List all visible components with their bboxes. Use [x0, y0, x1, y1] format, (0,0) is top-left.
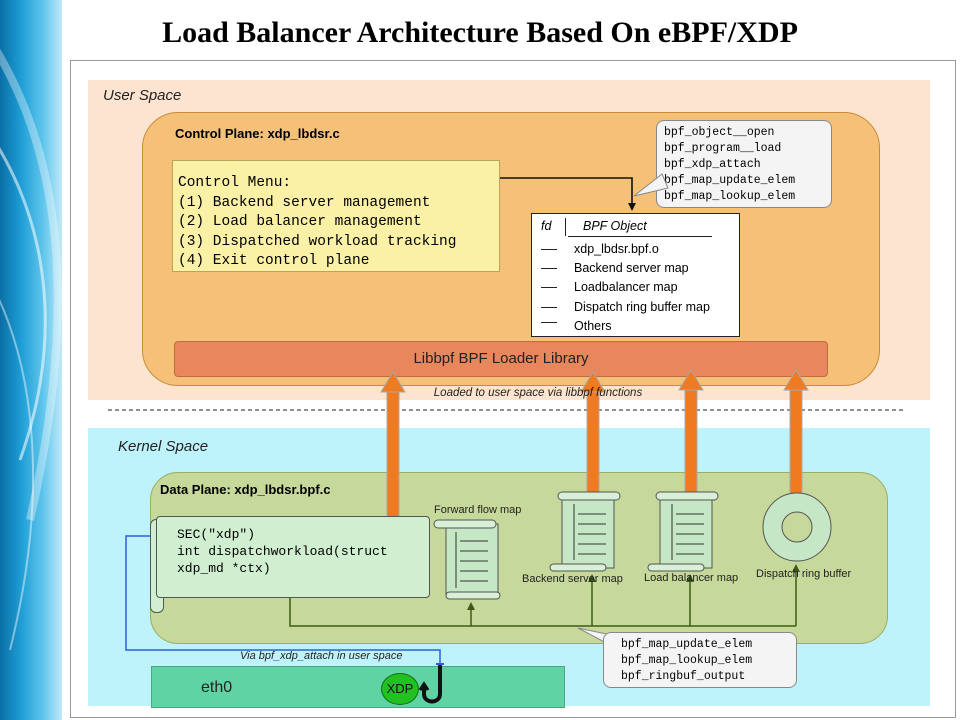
backend-server-map-icon — [549, 491, 621, 572]
kernel-api-function: bpf_map_update_elem — [621, 638, 753, 651]
fd-dash — [541, 307, 557, 308]
code-line: int dispatchworkload(struct — [177, 544, 388, 559]
forward-flow-map-label: Forward flow map — [434, 504, 522, 516]
data-plane-title: Data Plane: xdp_lbdsr.bpf.c — [160, 482, 331, 497]
fd-column-header: fd — [541, 219, 552, 233]
code-line: SEC("xdp") — [177, 527, 256, 542]
kernel-api-function: bpf_map_lookup_elem — [621, 654, 753, 667]
control-menu-line: Control Menu: — [178, 175, 292, 191]
control-menu-box: Control Menu: (1) Backend server manageme… — [172, 160, 500, 272]
kernel-api-callout: bpf_map_update_elem bpf_map_lookup_elem … — [603, 632, 797, 688]
decorative-side-band — [0, 0, 62, 720]
data-plane-bus-line — [289, 598, 796, 627]
fd-object-table: fd BPF Object xdp_lbdsr.bpf.o Backend se… — [531, 213, 740, 337]
xdp-attach-label: Via bpf_xdp_attach in user space — [240, 650, 403, 662]
side-band-swirl-graphic — [0, 48, 62, 651]
fd-dash — [541, 268, 557, 269]
eth0-interface-box — [151, 666, 565, 708]
kernel-space-label: Kernel Space — [118, 438, 209, 455]
orange-load-arrow — [678, 369, 704, 495]
bpf-object-column-header: BPF Object — [583, 219, 647, 233]
table-header-rule — [568, 236, 712, 237]
fd-table-row: xdp_lbdsr.bpf.o — [574, 242, 659, 256]
forward-flow-map-icon — [433, 519, 501, 600]
fd-table-row: Dispatch ring buffer map — [574, 300, 710, 314]
load-balancer-map-label: Load balancer map — [644, 572, 739, 584]
hook-icon — [418, 663, 444, 704]
fd-table-row: Backend server map — [574, 261, 689, 275]
loaded-via-libbpf-label: Loaded to user space via libbpf function… — [433, 387, 643, 399]
fd-dash — [541, 249, 557, 250]
load-balancer-map-icon — [647, 491, 719, 572]
diagram-frame — [70, 60, 956, 718]
control-plane-title: Control Plane: xdp_lbdsr.c — [175, 126, 340, 141]
user-space-label: User Space — [103, 87, 182, 104]
api-function: bpf_program__load — [664, 142, 782, 155]
eth0-label: eth0 — [201, 679, 233, 696]
control-menu-line: (2) Load balancer management — [178, 214, 422, 230]
menu-to-table-arrow — [500, 177, 636, 211]
api-function: bpf_xdp_attach — [664, 158, 761, 171]
userspace-api-callout: bpf_object__open bpf_program__load bpf_x… — [656, 120, 832, 208]
control-menu-line: (4) Exit control plane — [178, 253, 370, 269]
fd-table-row: Loadbalancer map — [574, 280, 678, 294]
fd-dash — [541, 287, 557, 288]
table-header-divider — [565, 218, 566, 236]
fd-dash — [541, 322, 557, 323]
ring-buffer-icon — [762, 492, 832, 562]
api-function: bpf_object__open — [664, 126, 775, 139]
code-line: xdp_md *ctx) — [177, 561, 271, 576]
control-menu-line: (1) Backend server management — [178, 194, 431, 211]
control-menu-line: (3) Dispatched workload tracking — [178, 233, 457, 250]
kernel-api-function: bpf_ringbuf_output — [621, 670, 746, 683]
fd-table-row: Others — [574, 319, 612, 333]
orange-load-arrow — [783, 369, 809, 495]
dispatch-ring-buffer-label: Dispatch ring buffer — [756, 568, 852, 580]
libbpf-loader-bar: Libbpf BPF Loader Library — [174, 341, 828, 377]
xdp-program-code: SEC("xdp") int dispatchworkload(struct xdp… — [156, 516, 430, 598]
orange-load-arrow — [380, 371, 406, 518]
page-title: Load Balancer Architecture Based On eBPF… — [162, 16, 798, 49]
xdp-hook-badge: XDP — [381, 673, 419, 705]
api-function: bpf_map_lookup_elem — [664, 190, 796, 203]
api-function: bpf_map_update_elem — [664, 174, 796, 187]
xdp-attach-path — [125, 535, 441, 666]
api-callout-pointer — [633, 173, 669, 197]
backend-server-map-label: Backend server map — [522, 573, 623, 585]
